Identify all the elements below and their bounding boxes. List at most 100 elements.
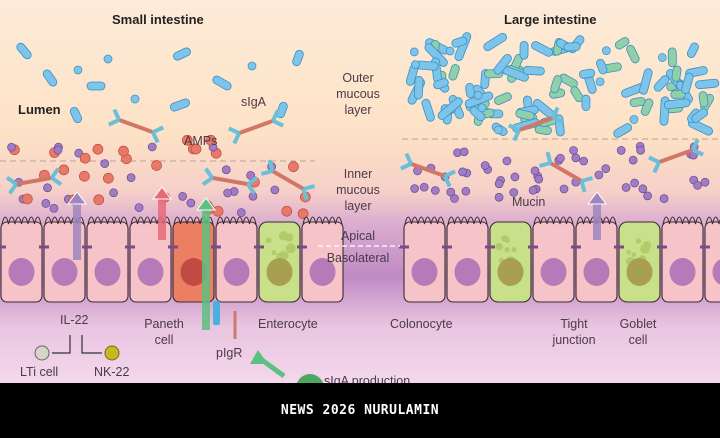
mucin-granule bbox=[642, 241, 652, 250]
amp-purple bbox=[221, 165, 231, 175]
antibody-arm bbox=[545, 151, 553, 164]
arrows-layer bbox=[34, 186, 607, 383]
bacterium-rod bbox=[515, 109, 535, 121]
antibody-arm bbox=[246, 182, 256, 195]
label-line: Outer bbox=[342, 71, 374, 85]
bacterium-rod bbox=[563, 42, 581, 52]
bacterium-rod bbox=[483, 32, 507, 52]
bacterium-rod bbox=[581, 94, 591, 111]
bacterium-body bbox=[69, 106, 83, 124]
amp-purple bbox=[53, 145, 63, 155]
bacterium-coccus bbox=[493, 125, 503, 135]
amp-red bbox=[181, 134, 193, 146]
bacterium-rod bbox=[570, 86, 584, 103]
nucleus bbox=[454, 258, 481, 286]
antibody-stem bbox=[238, 118, 274, 136]
bacterium-body bbox=[663, 98, 691, 110]
mucin-granule bbox=[635, 238, 642, 244]
microvilli bbox=[1, 216, 42, 225]
bacterium-rod bbox=[448, 64, 460, 81]
bacterium-rod bbox=[640, 98, 654, 116]
large-intestine-title: Large intestine bbox=[504, 12, 597, 27]
secretion-arrow-small bbox=[67, 191, 87, 260]
epithelial-cell-goblet bbox=[614, 221, 661, 303]
amp-red bbox=[58, 164, 70, 176]
bacterium-body bbox=[691, 108, 709, 123]
amp-red bbox=[288, 161, 299, 173]
antibody-arm bbox=[552, 116, 565, 125]
bacterium-body bbox=[494, 92, 512, 105]
amp-purple bbox=[571, 153, 581, 163]
amp-purple bbox=[223, 188, 232, 198]
antibody-arm bbox=[260, 169, 273, 176]
amp-purple bbox=[638, 184, 648, 194]
amp-purple bbox=[628, 155, 638, 165]
siga-label: sIgA bbox=[241, 95, 267, 109]
nucleus bbox=[94, 258, 121, 286]
bacterium-coccus bbox=[473, 90, 483, 100]
pigr-receptor bbox=[213, 301, 237, 339]
amp-purple bbox=[49, 203, 59, 213]
bacterium-body bbox=[695, 78, 720, 90]
enterocyte-label: Enterocyte bbox=[258, 317, 318, 331]
bacterium-body bbox=[42, 69, 58, 87]
amp-purple bbox=[43, 183, 52, 193]
siga-antibody bbox=[5, 167, 63, 195]
amp-purple bbox=[594, 170, 604, 180]
amp-purple bbox=[569, 146, 578, 155]
antibody-stem bbox=[658, 147, 694, 165]
antibody-arm bbox=[50, 176, 63, 187]
bacterium-body bbox=[448, 64, 460, 81]
bacterium-rod bbox=[626, 44, 640, 64]
amp-red bbox=[21, 193, 33, 205]
amp-purple bbox=[630, 178, 639, 188]
amp-purple bbox=[693, 181, 702, 190]
amp-red bbox=[79, 170, 90, 182]
nucleus bbox=[626, 258, 653, 286]
bacterium-body bbox=[550, 75, 563, 94]
siga-antibody bbox=[647, 138, 705, 174]
intestine-diagram: Small intestine Large intestine Lumen Ou… bbox=[0, 0, 720, 383]
label-line: junction bbox=[552, 333, 596, 347]
antibody-arm bbox=[232, 132, 241, 145]
cell-body bbox=[704, 221, 720, 303]
bacterium-body bbox=[681, 72, 694, 95]
antibody-arm bbox=[647, 155, 660, 164]
bacterium-rod bbox=[522, 65, 545, 76]
arrow-head bbox=[67, 191, 87, 205]
bacterium-body bbox=[421, 98, 435, 122]
amp-purple bbox=[458, 167, 467, 177]
antibody-arm bbox=[301, 188, 309, 201]
bacterium-rod bbox=[639, 68, 653, 95]
amps-label: AMPs bbox=[184, 134, 218, 148]
arrow-head bbox=[152, 186, 172, 200]
label-line: cell bbox=[628, 333, 648, 347]
epithelial-cell-enterocyte bbox=[0, 216, 43, 303]
amp-purple bbox=[528, 185, 538, 195]
pigr-label: pIgR bbox=[216, 346, 243, 360]
microvilli bbox=[447, 216, 488, 225]
antibody-arm bbox=[267, 159, 275, 172]
antibody-arm bbox=[303, 184, 316, 191]
amp-purple bbox=[7, 142, 16, 152]
bacterium-body bbox=[531, 41, 554, 57]
bacterium-rod bbox=[173, 47, 191, 61]
amp-purple bbox=[556, 153, 565, 163]
amp-red bbox=[190, 143, 202, 155]
nk22-label: NK-22 bbox=[94, 365, 130, 379]
bacterium-rod bbox=[614, 37, 630, 50]
amp-red bbox=[281, 205, 293, 217]
bacterium-rod bbox=[671, 65, 682, 82]
bacterium-rod bbox=[42, 69, 58, 87]
apical-label: Apical bbox=[340, 229, 376, 243]
bacterium-body bbox=[581, 94, 591, 111]
nk22-signal-arrow bbox=[81, 335, 102, 354]
epithelial-cell-enterocyte bbox=[297, 216, 344, 303]
amp-red bbox=[212, 205, 224, 217]
bacterium-rod bbox=[698, 91, 709, 108]
label-line: cell bbox=[154, 333, 174, 347]
epithelial-cell-colonocyte bbox=[571, 216, 618, 303]
amp-red bbox=[103, 172, 114, 184]
microvilli bbox=[705, 216, 720, 225]
amp-purple bbox=[480, 161, 490, 170]
